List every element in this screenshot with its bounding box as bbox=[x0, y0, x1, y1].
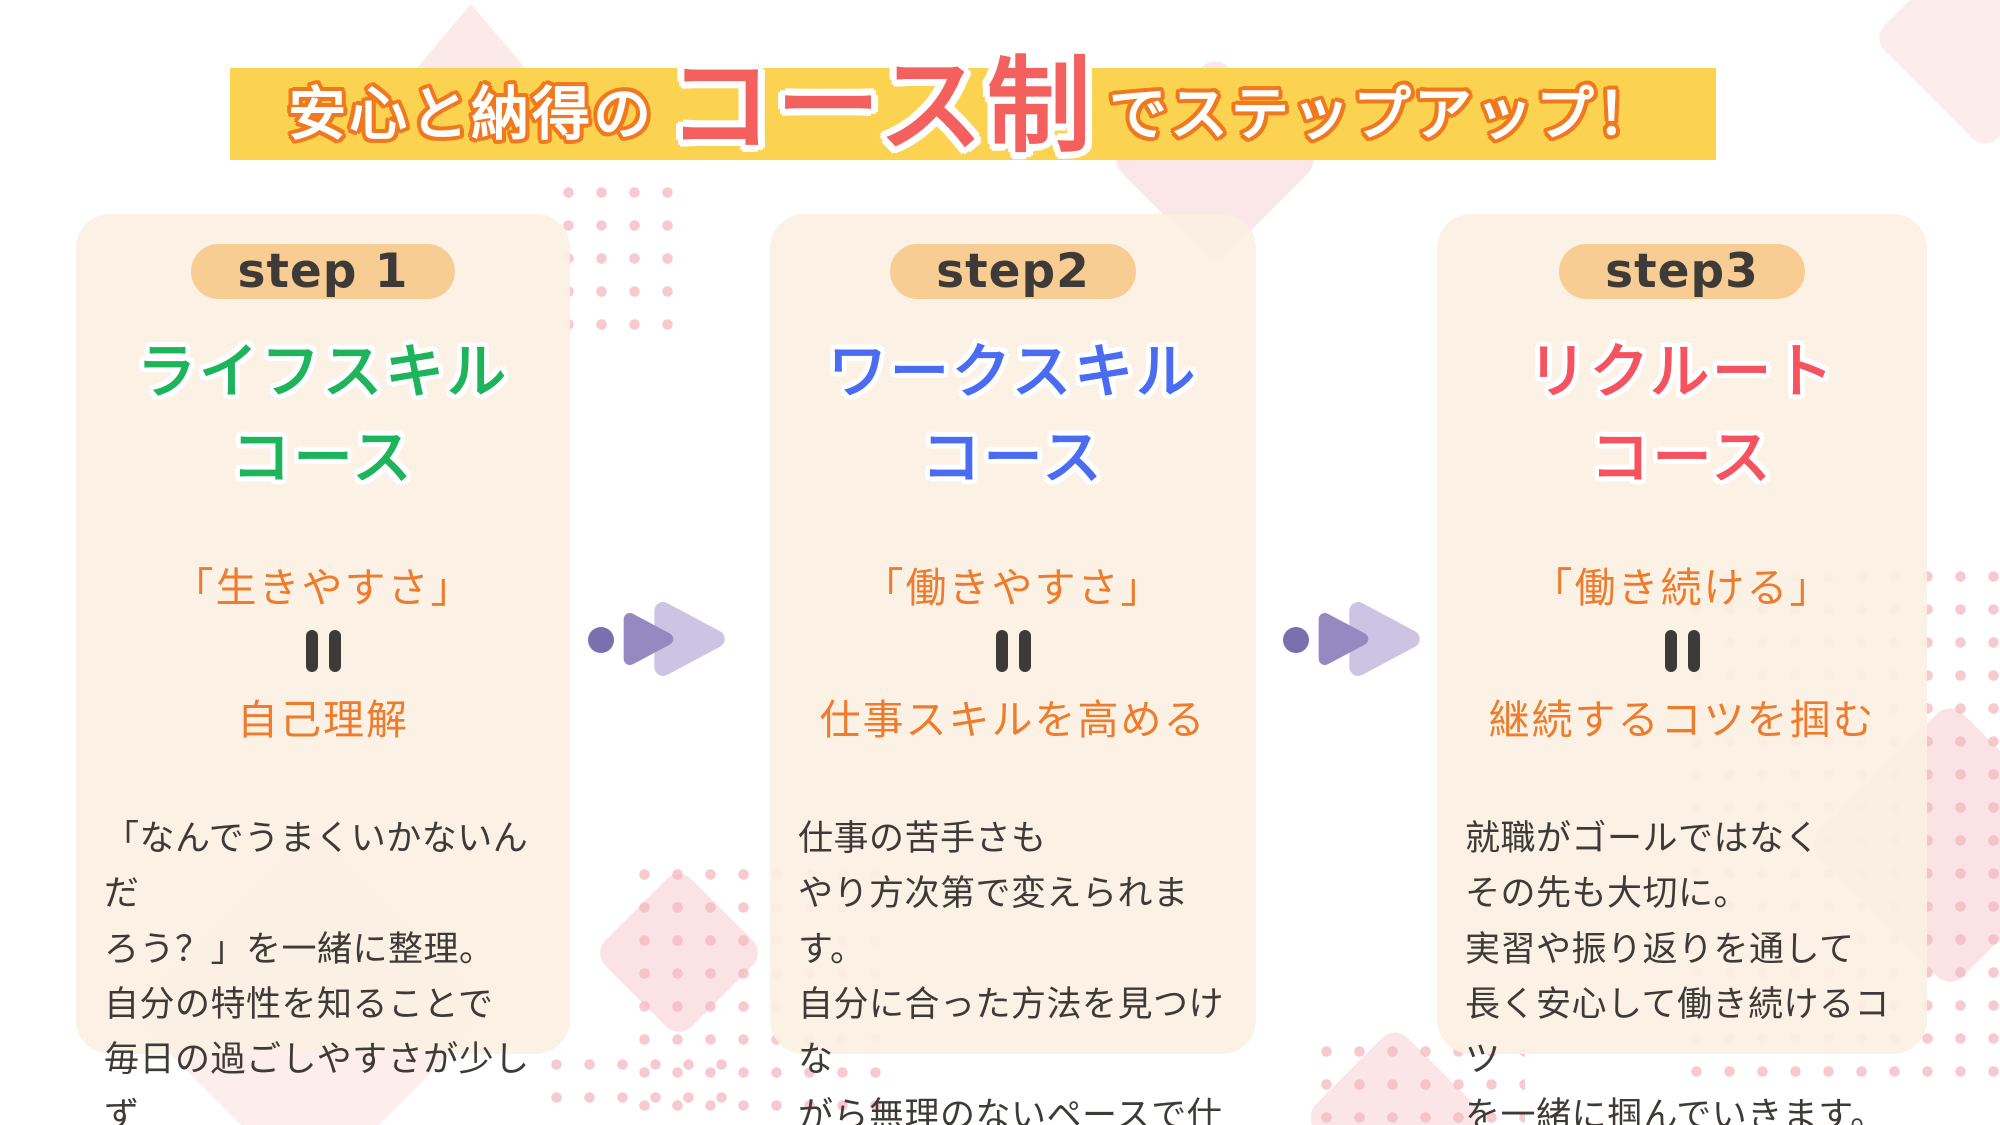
arrow-dot bbox=[1283, 627, 1309, 653]
decorative-dots bbox=[552, 176, 692, 346]
decorative-dots bbox=[540, 1048, 745, 1125]
step1-meaning: 自己理解 bbox=[237, 696, 409, 745]
banner-text-suffix: でステップアップ！ bbox=[1108, 80, 1658, 148]
step1-badge: step 1 bbox=[191, 244, 455, 299]
step2-keyword: 「働きやすさ」 bbox=[862, 564, 1164, 613]
equals-icon bbox=[1664, 630, 1700, 673]
step3-title-line1: リクルート bbox=[1527, 337, 1837, 406]
step1-card: step 1 ライフスキル コース 「生きやすさ」 自己理解 「なんでうまくいか… bbox=[76, 214, 570, 1125]
step1-title: ライフスキル コース bbox=[137, 329, 509, 500]
step3-badge-label: step3 bbox=[1605, 244, 1759, 299]
banner-text-highlight: コース制 bbox=[668, 45, 1095, 167]
arrow-dot bbox=[588, 627, 614, 653]
step3-keyword: 「働き続ける」 bbox=[1531, 564, 1833, 613]
step3-title: リクルート コース bbox=[1528, 329, 1836, 500]
step1-description: 「なんでうまくいかないんだ ろう？」を一緒に整理。 自分の特性を知ることで 毎日… bbox=[104, 819, 530, 1125]
step1-title-line2: コース bbox=[231, 422, 415, 492]
equals-icon bbox=[305, 630, 341, 673]
fast-forward-icon bbox=[1283, 588, 1433, 690]
step2-badge-label: step2 bbox=[936, 244, 1090, 299]
title-banner: 安心と納得の コース制 でステップアップ！ bbox=[230, 54, 1716, 160]
step3-badge: step3 bbox=[1559, 244, 1805, 299]
step3-meaning: 継続するコツを掴む bbox=[1488, 696, 1876, 745]
step2-badge: step2 bbox=[890, 244, 1136, 299]
step3-card: step3 リクルート コース 「働き続ける」 継続するコツを掴む 就職がゴール… bbox=[1437, 214, 1927, 1125]
step2-meaning: 仕事スキルを高める bbox=[819, 696, 1207, 745]
step2-description: 仕事の苦手さも やり方次第で変えられます。 自分に合った方法を見つけな がら無理… bbox=[798, 819, 1225, 1125]
step3-description: 就職がゴールではなく その先も大切に。 実習や振り返りを通して 長く安心して働き… bbox=[1465, 819, 1890, 1125]
fast-forward-icon bbox=[588, 588, 738, 690]
arrow-triangle-small bbox=[1318, 612, 1369, 666]
step2-title-line2: コース bbox=[921, 422, 1105, 492]
banner-text-prefix: 安心と納得の bbox=[288, 80, 655, 148]
step2-title: ワークスキル コース bbox=[828, 329, 1198, 500]
step2-card: step2 ワークスキル コース 「働きやすさ」 仕事スキルを高める 仕事の苦手… bbox=[770, 214, 1256, 1125]
step1-badge-label: step 1 bbox=[237, 244, 409, 299]
decorative-diamond bbox=[1871, 0, 2000, 152]
step3-title-line2: コース bbox=[1590, 422, 1774, 492]
arrow-triangle-small bbox=[623, 612, 674, 666]
equals-icon bbox=[995, 630, 1031, 673]
step2-title-line1: ワークスキル bbox=[827, 337, 1199, 406]
step1-title-line1: ライフスキル bbox=[136, 337, 509, 406]
step1-keyword: 「生きやすさ」 bbox=[172, 564, 474, 613]
